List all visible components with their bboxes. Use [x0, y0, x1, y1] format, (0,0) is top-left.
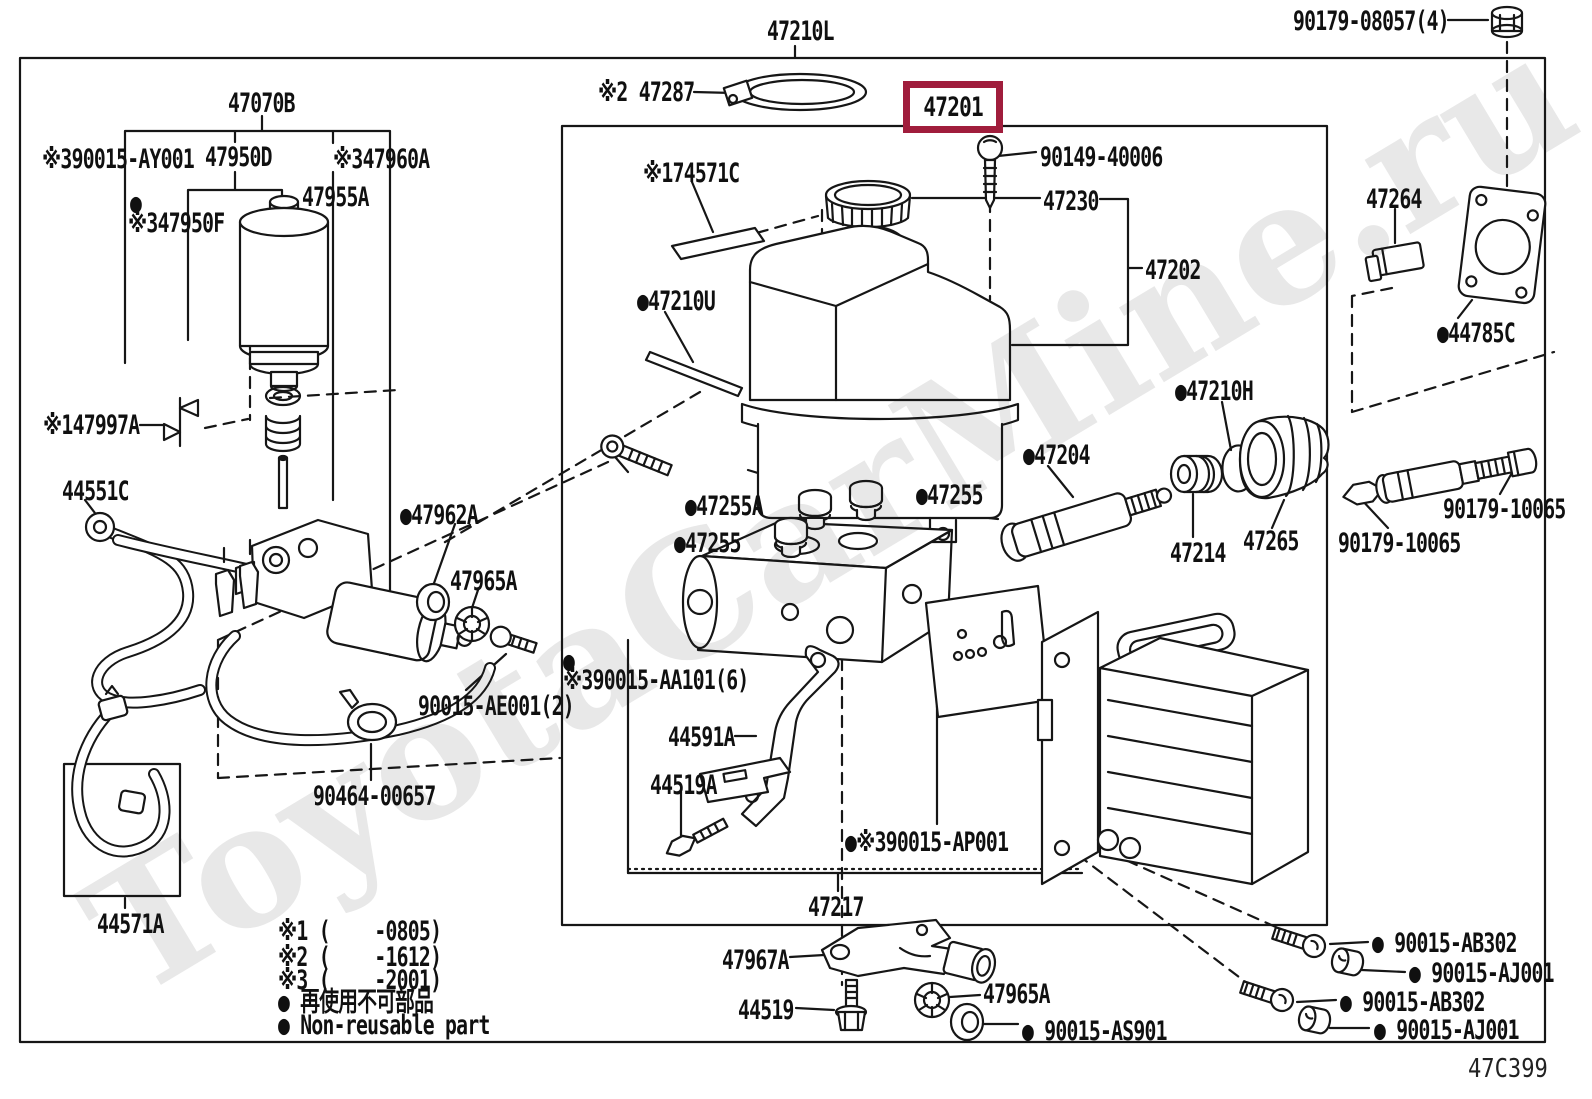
- piston-47214-drawing: [1169, 454, 1224, 494]
- part-label-74571C[interactable]: ※174571C: [643, 158, 740, 189]
- non-reusable-dot-47950F: ●: [130, 188, 142, 219]
- part-label-47230[interactable]: 47230: [1043, 186, 1099, 217]
- part-label-390015-AP001[interactable]: ●※390015-AP001: [845, 827, 1009, 858]
- part-label-90015-AJ001-2[interactable]: ● 90015-AJ001: [1374, 1015, 1520, 1046]
- gasket-44785c-drawing: [1457, 185, 1547, 305]
- reservoir-cap-47230-drawing: [824, 179, 912, 230]
- part-label-90015-AB302-2[interactable]: ● 90015-AB302: [1340, 987, 1486, 1018]
- part-label-44571A[interactable]: 44571A: [97, 909, 165, 940]
- bolt-44519a-drawing: [665, 817, 729, 857]
- bracket-47967a-drawing: [820, 918, 997, 984]
- part-label-47255-left[interactable]: ●47255: [674, 528, 742, 559]
- accumulator-47950d-drawing: [238, 194, 330, 393]
- clamp-90464-drawing: [338, 688, 398, 742]
- screw-90015-ab302-2-drawing: [1237, 975, 1297, 1015]
- part-label-47214[interactable]: 47214: [1170, 538, 1226, 569]
- pin-drawing: [277, 454, 289, 510]
- part-label-390015-AA101[interactable]: ※390015-AA101(6): [563, 665, 749, 696]
- spacer-90015-aj001-2-drawing: [1295, 1003, 1334, 1036]
- legend-note-1: ※1 ( -0805): [278, 916, 442, 947]
- legend-non-reusable-en: ● Non-reusable part: [278, 1010, 490, 1041]
- non-reusable-dot-AA101: ●: [563, 646, 575, 677]
- part-label-47965A-bottom[interactable]: 47965A: [983, 979, 1051, 1010]
- legend-note-2: ※2 ( -1612): [278, 942, 442, 973]
- part-label-47997A[interactable]: ※147997A: [43, 410, 140, 441]
- master-cylinder-body-drawing: [681, 520, 954, 664]
- part-label-90015-AE001[interactable]: 90015-AE001(2): [418, 691, 575, 722]
- hose-44571a-drawing: [62, 684, 182, 898]
- legend-note-3: ※3 ( -2001): [278, 965, 442, 996]
- drawing-code: 47C399: [1468, 1054, 1548, 1084]
- part-label-90015-AB302-1[interactable]: ● 90015-AB302: [1372, 928, 1518, 959]
- highlighted-part-callout[interactable]: 47201: [903, 81, 1003, 133]
- part-label-44519A[interactable]: 44519A: [650, 770, 718, 801]
- part-label-47960A[interactable]: ※347960A: [333, 144, 430, 175]
- part-label-90464-00657[interactable]: 90464-00657: [313, 781, 436, 812]
- part-label-90179-10065-left[interactable]: 90179-10065: [1338, 528, 1461, 559]
- part-label-90015-AY001[interactable]: ※390015-AY001: [42, 144, 195, 175]
- part-label-47210U[interactable]: ●47210U: [637, 286, 716, 317]
- part-label-90179-08057[interactable]: 90179-08057(4): [1293, 6, 1450, 37]
- bolt-44519-drawing: [834, 978, 868, 1032]
- part-label-44551C[interactable]: 44551C: [62, 476, 130, 507]
- pushrod-90179-10065-drawing: [1342, 447, 1538, 506]
- spring-drawing: [264, 414, 302, 453]
- outer-border: [18, 56, 1547, 1044]
- connector-47264-drawing: [1364, 241, 1425, 283]
- part-label-47204[interactable]: ●47204: [1023, 440, 1091, 471]
- part-label-90015-AS901[interactable]: ● 90015-AS901: [1022, 1016, 1168, 1047]
- screw-90015-ab302-1-drawing: [1269, 921, 1329, 961]
- part-label-47210H[interactable]: ●47210H: [1175, 376, 1254, 407]
- part-label-47965A-mid[interactable]: 47965A: [450, 566, 518, 597]
- filter-47965a-drawing: [453, 605, 491, 643]
- part-label-44591A[interactable]: 44591A: [668, 722, 736, 753]
- part-label-47962A[interactable]: ●47962A: [400, 500, 479, 531]
- part-label-90179-10065-right[interactable]: 90179-10065: [1443, 494, 1566, 525]
- part-label-47264[interactable]: 47264: [1366, 184, 1422, 215]
- pushrod-47204-drawing: [1000, 487, 1173, 562]
- bolt-90015-ae001-drawing: [489, 625, 538, 654]
- rod-47210u-drawing: [644, 350, 744, 398]
- filter-47965a-bottom-drawing: [913, 981, 951, 1019]
- reservoir-clamp-47287-drawing: [722, 72, 868, 112]
- spacer-90015-aj001-1-drawing: [1328, 945, 1367, 978]
- part-label-47287[interactable]: ※2 47287: [598, 77, 695, 108]
- boot-47265-drawing: [1238, 414, 1330, 500]
- part-label-47967A[interactable]: 47967A: [722, 945, 790, 976]
- bolt-390015-aa101-drawing: [600, 434, 673, 477]
- part-label-44519[interactable]: 44519: [738, 995, 794, 1026]
- caution-label-74571c-drawing: [670, 226, 766, 261]
- part-label-90015-AJ001-1[interactable]: ● 90015-AJ001: [1409, 958, 1555, 989]
- part-label-90149-40006[interactable]: 90149-40006: [1040, 142, 1163, 173]
- sub-assembly-hatch-line: [626, 638, 1084, 875]
- part-label-47255-right[interactable]: ●47255: [916, 480, 984, 511]
- grommet-47962a-drawing: [415, 582, 451, 622]
- part-label-47955A[interactable]: 47955A: [302, 182, 370, 213]
- bracket-lines-47070b: [123, 114, 392, 657]
- nut-90179-08057-drawing: [1490, 5, 1524, 39]
- part-label-47950D[interactable]: 47950D: [205, 142, 273, 173]
- part-label-47217[interactable]: 47217: [808, 892, 864, 923]
- part-label-44785C[interactable]: ●44785C: [1437, 318, 1516, 349]
- part-label-47950F[interactable]: ※347950F: [128, 208, 225, 239]
- suction-hose-drawing: [205, 630, 496, 747]
- part-label-47202[interactable]: 47202: [1145, 255, 1201, 286]
- abs-actuator-drawing: [1036, 610, 1310, 886]
- grommet-90015-as901-drawing: [949, 1002, 985, 1042]
- screw-90149-40006-drawing: [976, 134, 1004, 210]
- part-label-47201: 47201: [923, 91, 983, 123]
- part-label-47070B[interactable]: 47070B: [228, 88, 296, 119]
- legend-non-reusable-jp: ● 再使用不可部品: [278, 987, 434, 1018]
- clip-47997a-drawing: [162, 396, 200, 448]
- part-label-47265[interactable]: 47265: [1243, 526, 1299, 557]
- bracket-44519a-drawing: [698, 756, 792, 804]
- o-ring-47950f-drawing: [264, 385, 302, 407]
- part-label-47210L[interactable]: 47210L: [767, 16, 835, 47]
- part-label-47255A[interactable]: ●47255A: [685, 491, 764, 522]
- gasket-390015-ap001-drawing: [924, 584, 1052, 719]
